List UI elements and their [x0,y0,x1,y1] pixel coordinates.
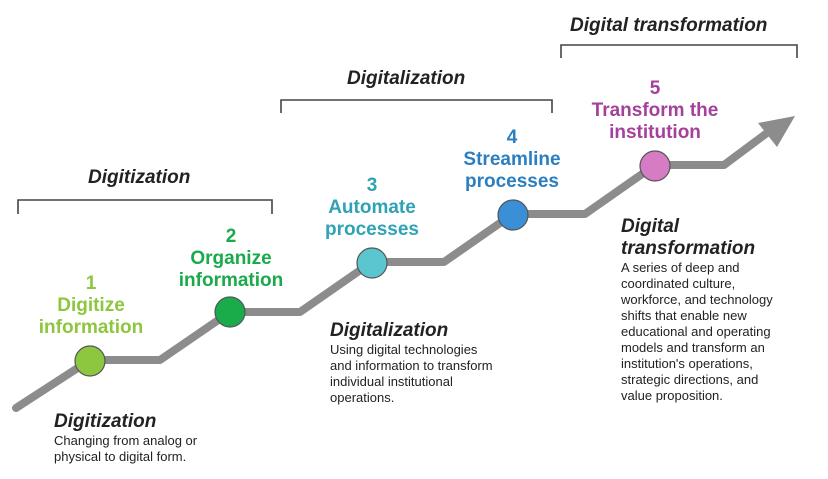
bracket-title-digitization: Digitization [88,167,191,188]
bracket-digitalization [280,99,553,113]
arrow-head-icon [758,116,795,147]
step-5-node [639,150,671,182]
step-3-number: 3 [366,175,378,196]
description-transformation: Digital transformation A series of deep … [621,216,821,404]
description-digitization: Digitization Changing from analog or phy… [54,411,254,465]
step-3-text: Automate processes [324,197,419,240]
step-2-node [214,296,246,328]
description-transformation-title: Digital transformation [621,216,756,259]
step-4-node [497,199,529,231]
step-4-text: Streamline processes [463,149,561,192]
step-5-label: 5 Transform the institution [580,78,730,144]
step-2-number: 2 [225,226,237,247]
step-1-label: 1 Digitize information [30,273,152,339]
bracket-digitization [17,199,273,214]
step-3-node [356,247,388,279]
step-1-node [74,345,106,377]
step-5-number: 5 [649,78,661,99]
bracket-title-digitalization: Digitalization [347,68,466,89]
step-2-label: 2 Organize information [165,226,297,292]
step-2-text: Organize information [178,248,284,291]
step-1-text: Digitize information [38,295,144,338]
description-transformation-text: A series of deep and coordinated culture… [621,260,773,403]
description-digitization-text: Changing from analog or physical to digi… [54,433,198,464]
description-digitalization: Digitalization Using digital technologie… [330,320,550,406]
step-4-label: 4 Streamline processes [450,127,574,193]
description-digitalization-text: Using digital technologies and informati… [330,342,493,405]
step-1-number: 1 [85,273,97,294]
bracket-title-transformation: Digital transformation [570,15,768,36]
bracket-transformation [560,44,798,58]
description-digitalization-title: Digitalization [330,320,449,341]
step-3-label: 3 Automate processes [312,175,432,241]
step-5-text: Transform the institution [591,100,719,143]
description-digitization-title: Digitization [54,411,157,432]
step-4-number: 4 [506,127,518,148]
